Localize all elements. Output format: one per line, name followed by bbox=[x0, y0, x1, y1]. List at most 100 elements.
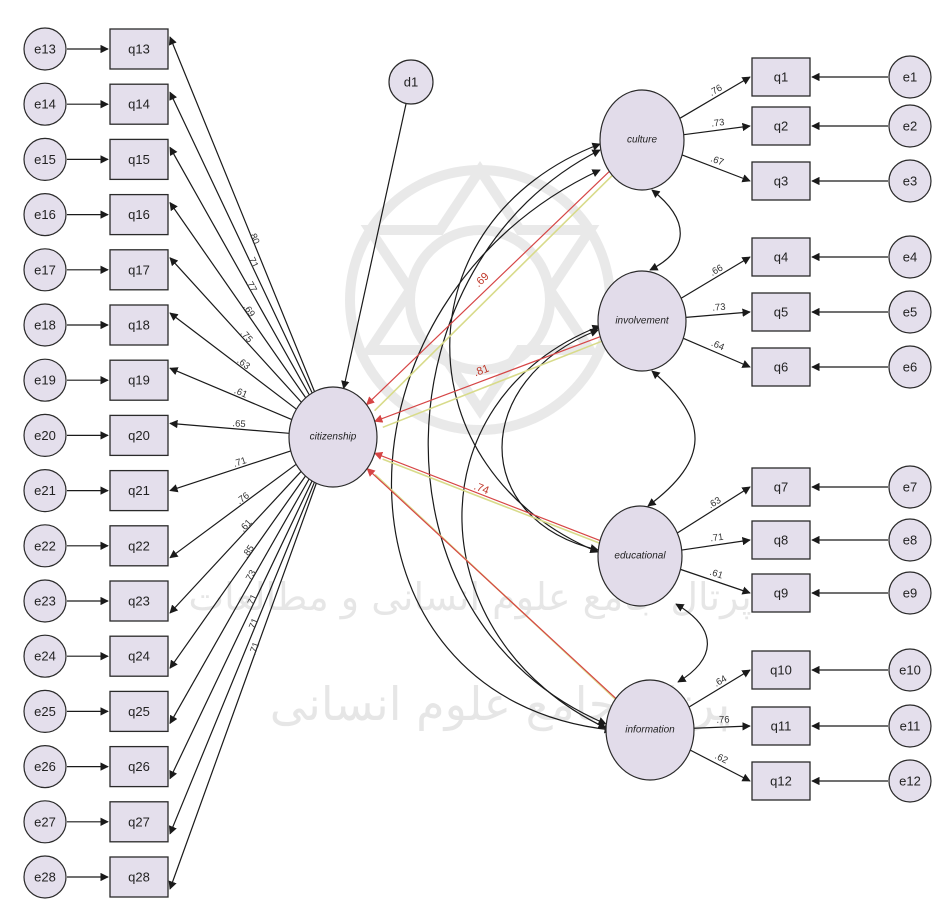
loading-arrow bbox=[169, 478, 310, 725]
observed-item-box bbox=[109, 856, 169, 898]
path-arrows bbox=[67, 36, 888, 890]
error-node bbox=[23, 413, 67, 457]
error-node bbox=[23, 524, 67, 568]
loading-coef: .71 bbox=[232, 455, 248, 470]
loading-coef: .66 bbox=[708, 263, 725, 279]
error-node bbox=[23, 744, 67, 789]
observed-item-box bbox=[751, 292, 811, 332]
loading-arrow bbox=[683, 122, 751, 136]
observed-item-box bbox=[751, 347, 811, 387]
error-node bbox=[23, 855, 67, 899]
error-node bbox=[23, 579, 67, 623]
error-node bbox=[888, 571, 932, 615]
error-label: e26 bbox=[34, 759, 56, 774]
error-node bbox=[888, 159, 932, 203]
observed-item-label: q1 bbox=[774, 70, 788, 85]
observed-item-label: q16 bbox=[128, 207, 150, 222]
loading-coef: .63 bbox=[706, 495, 723, 511]
error-node bbox=[888, 235, 932, 279]
path-shadow bbox=[382, 339, 604, 429]
error-node bbox=[23, 82, 67, 126]
structural-path-arrow bbox=[366, 467, 617, 699]
loading-arrow bbox=[168, 36, 316, 392]
observed-item-box bbox=[109, 193, 169, 236]
error-label: e6 bbox=[903, 360, 917, 375]
loading-arrow bbox=[679, 76, 751, 119]
error-node bbox=[888, 465, 932, 509]
observed-item-box bbox=[109, 469, 169, 512]
loading-arrow bbox=[685, 308, 751, 319]
error-node bbox=[23, 303, 67, 347]
covariance-curve bbox=[649, 189, 681, 271]
loading-arrow bbox=[169, 450, 291, 493]
observed-item-box bbox=[751, 520, 811, 560]
observed-item-box bbox=[109, 580, 169, 622]
error-label: e27 bbox=[34, 814, 56, 829]
error-node bbox=[23, 634, 67, 678]
error-node bbox=[23, 27, 67, 71]
error-node bbox=[23, 248, 67, 292]
loading-coef: .76 bbox=[716, 714, 730, 725]
disturbance-node bbox=[388, 59, 434, 105]
error-node bbox=[23, 137, 67, 181]
error-label: e19 bbox=[34, 373, 56, 388]
structural-coef: .81 bbox=[472, 363, 491, 380]
loading-coef: .73 bbox=[712, 302, 726, 314]
loading-coef: .63 bbox=[235, 355, 252, 372]
observed-item-box bbox=[751, 706, 811, 746]
observed-item-box bbox=[751, 650, 811, 690]
error-label: e10 bbox=[899, 663, 921, 678]
error-label: e2 bbox=[903, 119, 917, 134]
observed-item-label: q26 bbox=[128, 759, 150, 774]
observed-item-label: q11 bbox=[771, 719, 792, 734]
error-node bbox=[888, 648, 932, 692]
error-node bbox=[23, 193, 67, 237]
covariance-curves bbox=[390, 142, 708, 734]
loading-arrow bbox=[169, 471, 302, 614]
structural-coef: .74 bbox=[472, 480, 491, 497]
loading-arrow bbox=[169, 91, 313, 394]
observed-item-box bbox=[751, 161, 811, 201]
covariance-curve bbox=[427, 149, 607, 725]
observed-item-box bbox=[109, 801, 169, 843]
error-label: e20 bbox=[34, 428, 56, 443]
loading-arrow bbox=[169, 257, 302, 403]
loading-arrow bbox=[683, 337, 751, 368]
loading-arrow bbox=[169, 419, 290, 434]
loading-arrow bbox=[681, 154, 751, 183]
error-label: e8 bbox=[903, 533, 917, 548]
observed-item-box bbox=[751, 761, 811, 801]
observed-item-label: q7 bbox=[774, 480, 788, 495]
error-label: e17 bbox=[34, 262, 56, 277]
loading-coef: .73 bbox=[711, 117, 726, 130]
loading-arrow bbox=[169, 312, 297, 410]
error-label: e18 bbox=[34, 318, 56, 333]
loading-coef: .62 bbox=[713, 751, 730, 767]
error-node bbox=[888, 759, 932, 803]
observed-item-label: q18 bbox=[128, 318, 150, 333]
covariance-curve bbox=[449, 142, 601, 553]
error-label: e7 bbox=[903, 480, 917, 495]
disturbance-arrow bbox=[341, 103, 407, 390]
observed-item-label: q3 bbox=[774, 174, 788, 189]
observed-item-box bbox=[751, 106, 811, 146]
observed-item-label: q8 bbox=[774, 533, 788, 548]
error-node bbox=[888, 290, 932, 334]
loading-arrow bbox=[169, 367, 292, 421]
structural-path-arrow bbox=[365, 170, 610, 406]
observed-item-box bbox=[109, 249, 169, 291]
observed-item-box bbox=[109, 525, 169, 567]
error-label: e9 bbox=[903, 586, 917, 601]
error-node bbox=[888, 518, 932, 562]
observed-item-box bbox=[109, 414, 169, 457]
loading-coef: .76 bbox=[235, 490, 252, 507]
error-node bbox=[23, 358, 67, 402]
latent-factor-label: culture bbox=[627, 135, 657, 146]
error-node bbox=[888, 345, 932, 389]
covariance-curve bbox=[461, 324, 607, 729]
loading-arrow bbox=[168, 482, 315, 835]
loading-coef: .85 bbox=[240, 543, 257, 560]
observed-item-label: q13 bbox=[128, 42, 150, 57]
loading-coef: .76 bbox=[707, 83, 724, 99]
